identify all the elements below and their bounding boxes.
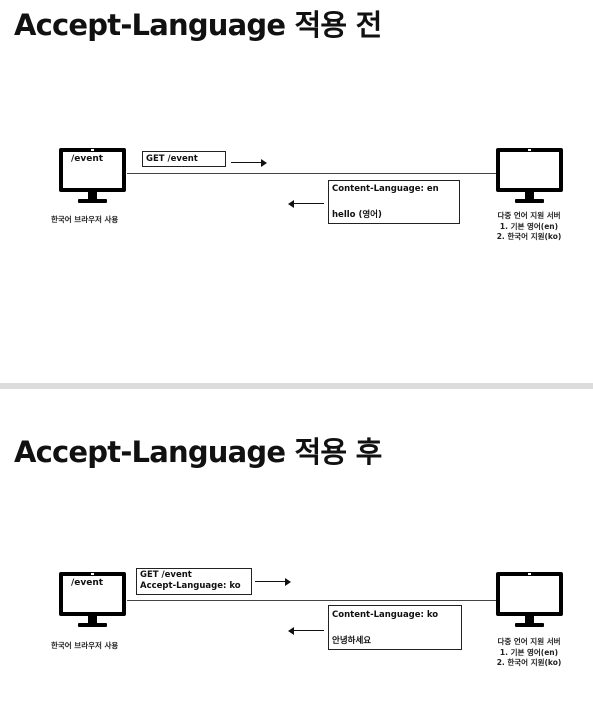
server-label-line: 2. 한국어 지원(ko) [496, 232, 562, 241]
arrow-right-icon [255, 577, 291, 586]
response-box: Content-Language: ko 안녕하세요 [328, 605, 462, 650]
server-label-line: 1. 기본 영어(en) [499, 221, 559, 231]
server-label-line: 2. 한국어 지원(ko) [496, 658, 562, 667]
panel-after: Accept-Language 적용 후 /event 한국어 브라우저 사용 … [0, 389, 593, 701]
arrow-left-icon [288, 626, 324, 635]
request-line: GET /event [140, 570, 192, 580]
request-header: Accept-Language: ko [140, 581, 241, 591]
client-screen-text: /event [71, 578, 104, 588]
arrow-left-icon [288, 199, 324, 208]
response-body: 안녕하세요 [332, 636, 372, 646]
server-label-line: 다중 언어 지원 서버 [497, 211, 561, 220]
response-box: Content-Language: en hello (영어) [328, 180, 460, 224]
request-box: GET /event Accept-Language: ko [136, 568, 252, 595]
server-monitor-icon [496, 148, 563, 208]
client-monitor-icon: /event [59, 572, 126, 632]
arrow-right-icon [231, 158, 267, 167]
panel-before: Accept-Language 적용 전 /event 한국어 브라우저 사용 … [14, 8, 574, 243]
client-screen-text: /event [71, 154, 104, 164]
request-box: GET /event [142, 151, 226, 167]
server-label: 다중 언어 지원 서버 1. 기본 영어(en) 2. 한국어 지원(ko) [484, 211, 574, 243]
response-header: Content-Language: ko [332, 610, 439, 620]
connection-line [127, 600, 496, 601]
client-monitor-icon: /event [59, 148, 126, 208]
server-monitor-icon [496, 572, 563, 632]
panel-divider [0, 383, 593, 389]
response-body: hello (영어) [332, 210, 382, 220]
server-label-line: 1. 기본 영어(en) [499, 647, 559, 657]
response-header: Content-Language: en [332, 184, 439, 194]
server-label-line: 다중 언어 지원 서버 [497, 637, 561, 646]
connection-line [127, 173, 496, 174]
request-line: GET /event [146, 154, 198, 164]
server-label: 다중 언어 지원 서버 1. 기본 영어(en) 2. 한국어 지원(ko) [484, 637, 574, 669]
panel-title: Accept-Language 적용 전 [14, 8, 382, 42]
client-label: 한국어 브라우저 사용 [51, 215, 119, 224]
panel-title: Accept-Language 적용 후 [14, 435, 382, 469]
client-label: 한국어 브라우저 사용 [51, 641, 119, 650]
